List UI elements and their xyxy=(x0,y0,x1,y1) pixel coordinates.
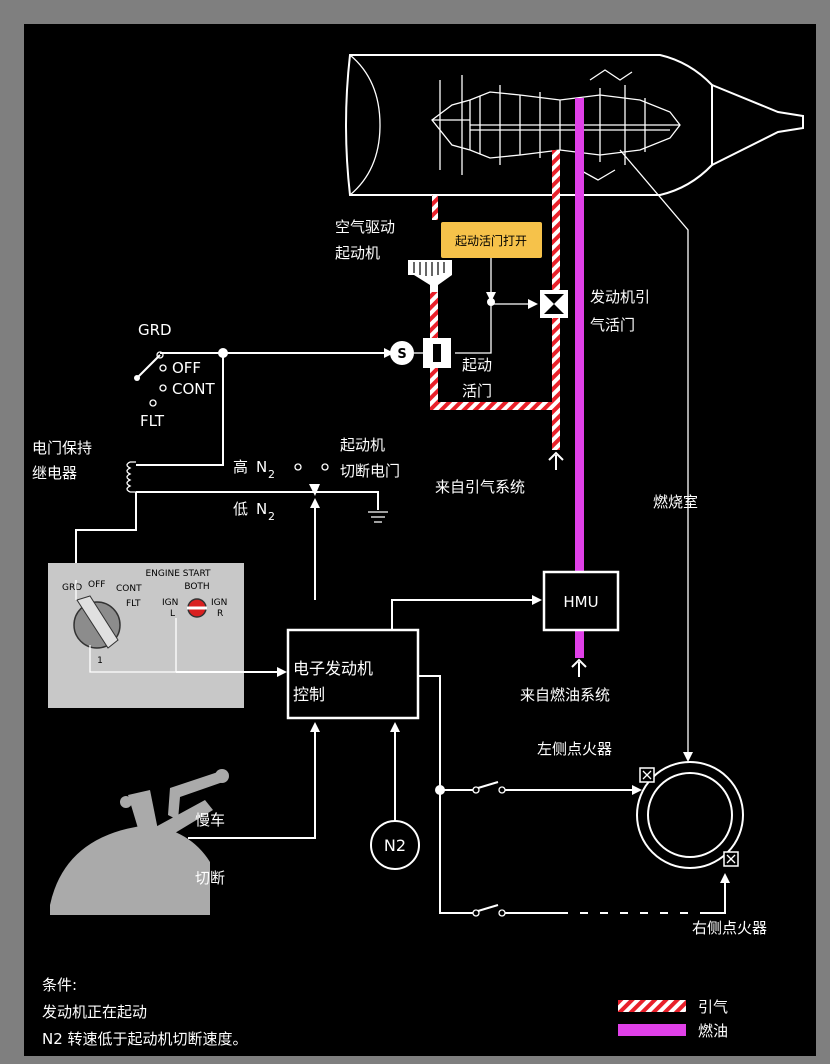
panel-ign-r-1: IGN xyxy=(211,598,227,608)
left-igniter-label: 左侧点火器 xyxy=(537,740,612,758)
air-starter-label-1: 空气驱动 xyxy=(335,218,395,236)
hmu-box: HMU xyxy=(542,570,620,632)
panel-ign-r-2: R xyxy=(217,609,223,619)
eec-box: 电子发动机 控制 xyxy=(286,595,542,790)
legend: 引气 燃油 xyxy=(618,998,728,1040)
legend-bleed-swatch xyxy=(618,1000,686,1012)
eec-label-2: 控制 xyxy=(293,685,325,704)
low-n2-text: 低 xyxy=(233,500,248,518)
panel-knob-number: 1 xyxy=(97,656,103,666)
eec-label-1: 电子发动机 xyxy=(293,659,373,678)
engine-start-panel: ENGINE START GRD OFF CONT FLT 1 BOTH IGN… xyxy=(48,563,287,708)
panel-ign-l-2: L xyxy=(170,609,175,619)
ignition-select-switch xyxy=(134,348,392,466)
start-valve-open-alert: 起动活门打开 xyxy=(441,222,542,258)
high-n2-text: 高 xyxy=(233,458,248,476)
air-starter-label-2: 起动机 xyxy=(335,244,380,262)
panel-title: ENGINE START xyxy=(145,569,211,579)
panel-flt-label: FLT xyxy=(126,599,141,609)
engine-nacelle xyxy=(345,54,804,196)
high-n2-main: N xyxy=(256,458,267,476)
low-n2-main: N xyxy=(256,500,267,518)
panel-cont-label: CONT xyxy=(116,584,142,594)
fuel-inlet-arrow xyxy=(571,658,587,677)
n2-sensor: N2 xyxy=(370,722,420,870)
high-n2-sub: 2 xyxy=(268,468,275,481)
starter-cutout-label-2: 切断电门 xyxy=(340,462,400,480)
starter-cutout-switch xyxy=(290,463,388,600)
legend-fuel-label: 燃油 xyxy=(698,1022,728,1040)
n2-sensor-label: N2 xyxy=(384,836,406,855)
fuel-line xyxy=(575,98,584,658)
right-igniter-label: 右侧点火器 xyxy=(692,919,767,937)
legend-bleed-label: 引气 xyxy=(698,998,728,1016)
combustor-ring xyxy=(636,761,744,869)
switch-off-label: OFF xyxy=(172,359,201,377)
start-valve xyxy=(423,302,492,368)
engine-bleed-valve xyxy=(490,290,568,318)
panel-ign-title: BOTH xyxy=(184,582,209,592)
conditions-line2: N2 转速低于起动机切断速度。 xyxy=(42,1030,248,1048)
conditions-title: 条件: xyxy=(42,976,77,994)
starter-cutout-label-1: 起动机 xyxy=(340,436,385,454)
conditions-line1: 发动机正在起动 xyxy=(42,1003,147,1021)
holding-relay-label-1: 电门保持 xyxy=(32,439,92,457)
start-valve-label-2: 活门 xyxy=(462,382,492,400)
cutoff-label: 切断 xyxy=(195,869,225,887)
hmu-label: HMU xyxy=(563,593,598,611)
holding-relay-coil xyxy=(75,461,290,580)
thrust-lever xyxy=(50,722,320,915)
legend-fuel-swatch xyxy=(618,1024,686,1036)
panel-ign-l-1: IGN xyxy=(162,598,178,608)
panel-grd-label: GRD xyxy=(62,583,82,593)
panel-off-label: OFF xyxy=(88,580,105,590)
start-valve-open-text: 起动活门打开 xyxy=(455,233,527,248)
low-n2-sub: 2 xyxy=(268,510,275,523)
switch-cont-label: CONT xyxy=(172,380,216,398)
ignition-circuits xyxy=(435,781,730,917)
switch-flt-label: FLT xyxy=(140,412,165,430)
from-fuel-system-label: 来自燃油系统 xyxy=(520,686,610,704)
from-bleed-system-label: 来自引气系统 xyxy=(435,478,525,496)
idle-label: 慢车 xyxy=(195,811,225,829)
holding-relay-label-2: 继电器 xyxy=(32,464,77,482)
combustor-leader-line xyxy=(619,149,693,762)
start-valve-label-1: 起动 xyxy=(462,356,492,374)
bleed-valve-label-2: 气活门 xyxy=(590,316,635,334)
air-starter-icon xyxy=(408,260,452,292)
bleed-inlet-arrow xyxy=(548,451,564,470)
switch-grd-label: GRD xyxy=(138,321,172,339)
solenoid-label: S xyxy=(397,347,406,362)
combustor-label: 燃烧室 xyxy=(653,493,698,511)
bleed-valve-label-1: 发动机引 xyxy=(590,288,650,306)
